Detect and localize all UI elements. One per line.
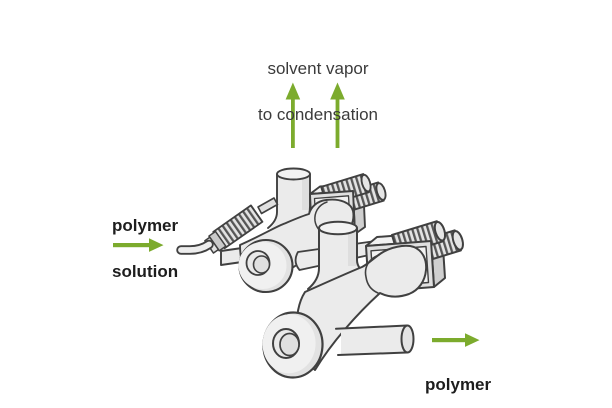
vapor-up-arrow-right-icon	[330, 82, 345, 148]
polymer-solution-line2: solution	[112, 262, 179, 281]
polymer-label: polymer	[425, 350, 491, 396]
polymer-solution-label: polymer solution	[112, 191, 178, 283]
feed-injector	[176, 197, 279, 255]
discharge-pipe	[335, 324, 415, 356]
solvent-vapor-line1: solvent vapor	[267, 59, 369, 78]
barrel-2	[295, 244, 428, 371]
front-flange-1	[238, 238, 294, 294]
solvent-vapor-label: solvent vapor to condensation	[218, 34, 418, 126]
polymer-solution-line1: polymer	[112, 216, 179, 235]
stage-1-extruder	[176, 167, 387, 294]
vapor-up-arrow-left-icon	[285, 82, 301, 148]
feed-right-arrow-icon	[113, 238, 164, 252]
polymer-text: polymer	[425, 375, 492, 394]
front-flange-2	[262, 311, 324, 379]
solvent-vapor-line2: to condensation	[257, 105, 379, 124]
stage-2-extruder	[262, 220, 464, 379]
product-right-arrow-icon	[432, 333, 480, 347]
